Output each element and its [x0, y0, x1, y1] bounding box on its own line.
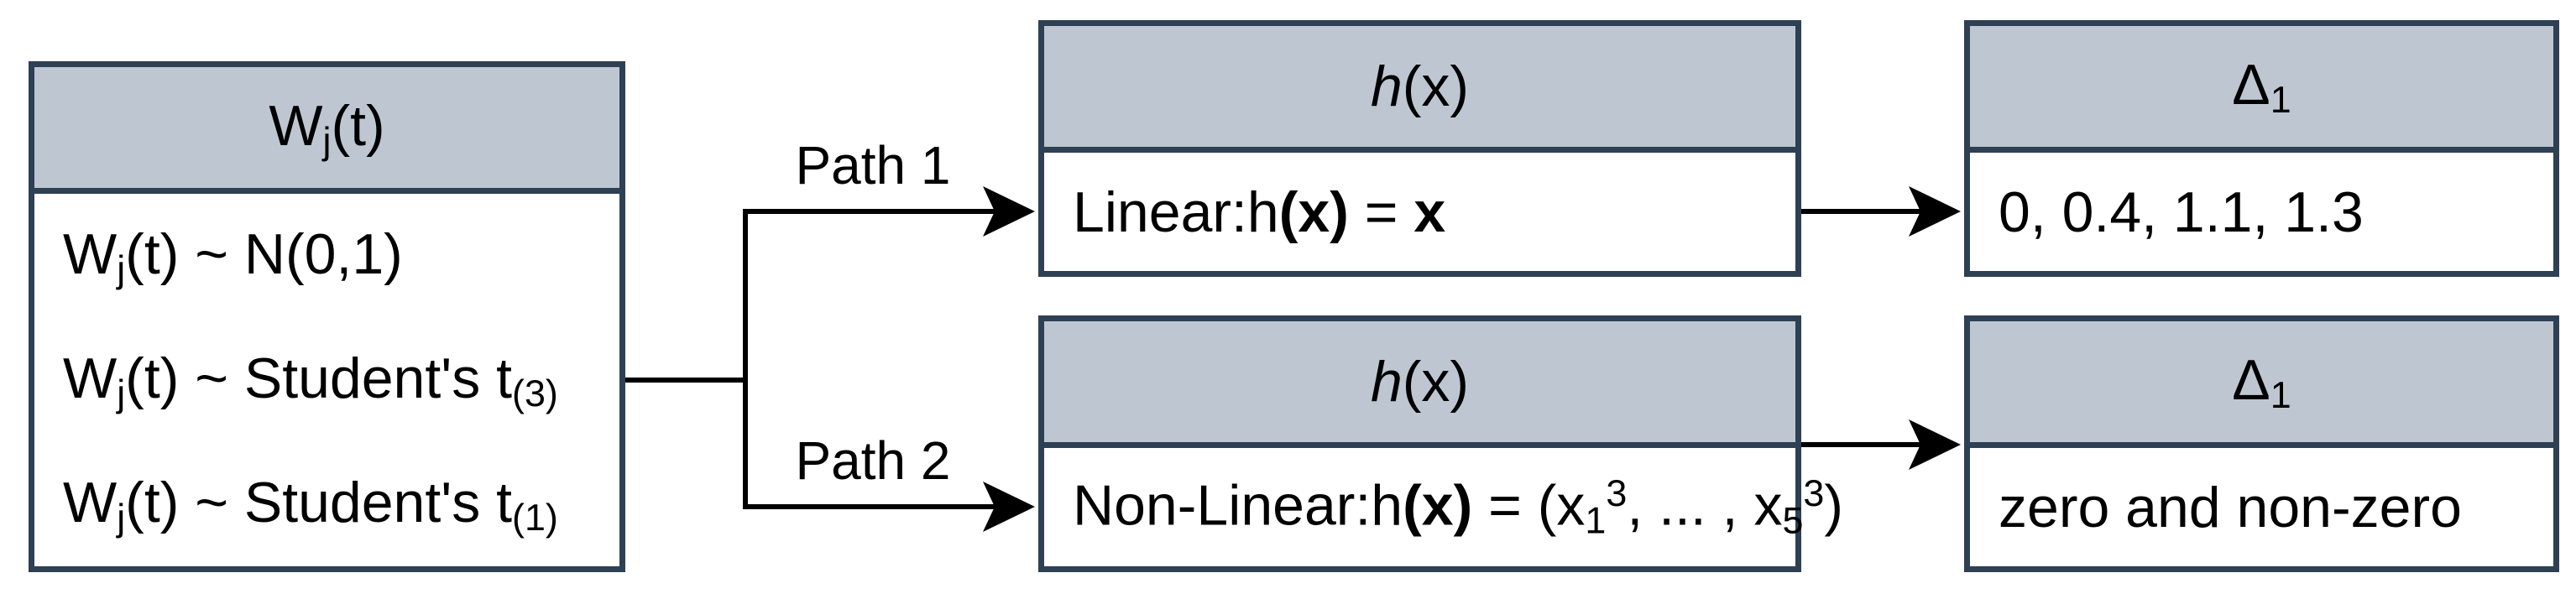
connector-path2-arrowhead: [983, 482, 1035, 532]
nonlinear-hx-box-title: h(x): [1370, 350, 1470, 414]
nonlinear-hx-box-header: h(x): [1044, 321, 1795, 448]
distribution-row-student-t1: Wj(t) ~ Student's t(1): [63, 470, 558, 539]
wjt-box-title: Wj(t): [269, 93, 385, 162]
linear-hx-box-body: Linear:h(x) = x: [1044, 153, 1795, 271]
linear-hx-box-title: h(x): [1370, 55, 1470, 118]
linear-hx-box: h(x) Linear:h(x) = x: [1038, 20, 1801, 277]
top-delta-box-body: 0, 0.4, 1.1, 1.3: [1970, 153, 2553, 271]
bottom-delta-box: Δ1 zero and non-zero: [1964, 315, 2559, 572]
path-2-label: Path 2: [795, 430, 951, 491]
bottom-delta-values: zero and non-zero: [1999, 475, 2462, 539]
wjt-box-body: Wj(t) ~ N(0,1) Wj(t) ~ Student's t(3) Wj…: [34, 194, 619, 566]
connector-path1-arrowhead: [983, 186, 1035, 237]
bottom-delta-box-header: Δ1: [1970, 321, 2553, 448]
top-delta-box: Δ1 0, 0.4, 1.1, 1.3: [1964, 20, 2559, 277]
linear-hx-box-header: h(x): [1044, 26, 1795, 153]
top-delta-box-title: Δ1: [2232, 52, 2291, 121]
wjt-box: Wj(t) Wj(t) ~ N(0,1) Wj(t) ~ Student's t…: [29, 61, 625, 572]
path-1-label: Path 1: [795, 135, 951, 195]
nonlinear-hx-box: h(x) Non-Linear:h(x) = (x13, ... , x53): [1038, 315, 1843, 572]
nonlinear-hx-box-body: Non-Linear:h(x) = (x13, ... , x53): [1044, 448, 1843, 566]
connector-bottom-result-arrowhead: [1909, 419, 1961, 470]
connector-top-result-arrowhead: [1909, 186, 1961, 237]
bottom-delta-box-body: zero and non-zero: [1970, 448, 2553, 566]
top-delta-values: 0, 0.4, 1.1, 1.3: [1999, 180, 2364, 244]
distribution-row-student-t3: Wj(t) ~ Student's t(3): [63, 346, 558, 414]
nonlinear-function-text: Non-Linear:h(x) = (x13, ... , x53): [1073, 471, 1844, 542]
distribution-row-normal: Wj(t) ~ N(0,1): [63, 221, 403, 290]
linear-function-text: Linear:h(x) = x: [1073, 180, 1446, 244]
bottom-delta-box-title: Δ1: [2232, 347, 2291, 416]
top-delta-box-header: Δ1: [1970, 26, 2553, 153]
wjt-box-header: Wj(t): [34, 67, 619, 194]
